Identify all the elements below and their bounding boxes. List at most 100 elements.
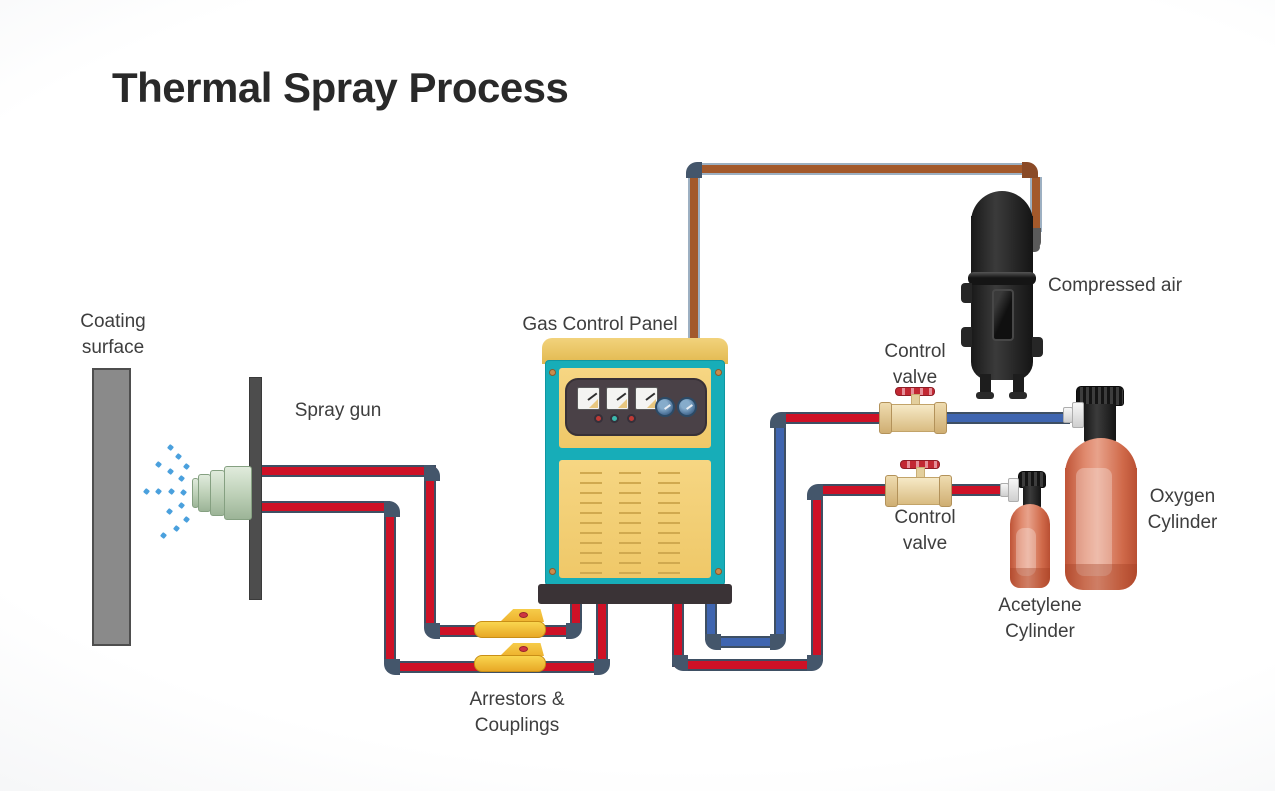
dial-gauge [655, 397, 675, 417]
pipe-elbow-joint [770, 634, 786, 650]
panel-top-cap [542, 338, 728, 364]
indicator-light [610, 414, 619, 423]
panel-screw [715, 568, 722, 575]
acetylene-cylinder-label: Acetylene Cylinder [998, 595, 1082, 643]
control-valve-bottom-label: Control valve [894, 507, 956, 555]
arrestors-couplings-label: Arrestors & Couplings [469, 689, 565, 737]
pressure-gauge [606, 387, 629, 410]
control-valve-flange [939, 475, 952, 507]
air-tank-leg [980, 374, 991, 396]
air-tank-nub [961, 283, 972, 303]
dial-gauge [677, 397, 697, 417]
arrestor-coupling [474, 655, 546, 672]
oxygen-cylinder-label: Oxygen Cylinder [1147, 486, 1218, 534]
panel-screw [549, 568, 556, 575]
oxygen-pipe-segment [719, 636, 775, 648]
air-tank-band [968, 272, 1036, 285]
arrestor-indicator-dot [519, 646, 528, 652]
pipe-elbow-joint [384, 501, 400, 517]
oxygen-cylinder-body [1065, 468, 1137, 590]
fuel-pipe-segment [596, 596, 608, 665]
air-tank-leg [1013, 374, 1024, 396]
spray-particle [166, 443, 175, 452]
fuel-pipe-segment [823, 484, 885, 496]
spray-gun-nozzle [210, 470, 225, 516]
pipe-elbow-joint [594, 659, 610, 675]
spray-particle [182, 515, 191, 524]
control-valve-flange [934, 402, 947, 434]
pipe-elbow-joint [672, 655, 688, 671]
pipe-elbow-joint [384, 659, 400, 675]
pipe-elbow-joint [807, 484, 823, 500]
fuel-pipe-segment [424, 477, 436, 627]
spray-gun-nozzle-tip [192, 478, 199, 508]
acetylene-cylinder-base-shade [1010, 568, 1050, 588]
control-valve-flange [879, 402, 892, 434]
panel-screw [549, 369, 556, 376]
air-tank-nub [961, 327, 972, 347]
spray-particle [167, 487, 176, 496]
spray-particle [177, 474, 186, 483]
spray-gun-nozzle [198, 474, 211, 512]
indicator-light [627, 414, 636, 423]
air-tank-window [992, 289, 1014, 341]
spray-particle [142, 487, 151, 496]
fuel-pipe-segment [260, 501, 390, 513]
pipe-elbow-joint [424, 623, 440, 639]
spray-particle [179, 488, 188, 497]
fuel-pipe-segment [570, 596, 582, 628]
air-pipe-segment [1030, 177, 1042, 232]
spray-particle [174, 452, 183, 461]
spray-particle [159, 531, 168, 540]
control-valve-flange [885, 475, 898, 507]
pipe-elbow-joint [686, 162, 702, 178]
spray-particle [165, 507, 174, 516]
oxygen-pipe-segment [774, 424, 786, 638]
gas-control-panel-label: Gas Control Panel [522, 314, 678, 335]
spray-particle [154, 460, 163, 469]
control-valve-top-label: Control valve [884, 341, 946, 389]
pipe-elbow-joint [705, 634, 721, 650]
oxygen-pipe-segment [705, 596, 717, 640]
spray-particle [182, 462, 191, 471]
panel-vent-slots [619, 472, 641, 574]
fuel-pipe-segment [384, 513, 396, 663]
oxygen-inlet-fitting [1072, 402, 1084, 428]
panel-vent-slots [580, 472, 602, 574]
acetylene-cylinder-highlight [1016, 528, 1036, 576]
fuel-pipe-segment [786, 412, 886, 424]
spray-gun-nozzle [224, 466, 252, 520]
pipe-elbow-joint [1022, 162, 1038, 178]
acetylene-cylinder-body [1010, 504, 1050, 588]
air-tank-foot [976, 392, 994, 399]
coating-surface-label: Coating surface [80, 311, 146, 359]
air-pipe-segment [688, 176, 700, 342]
oxygen-cylinder-base-shade [1065, 564, 1137, 590]
spray-particle [177, 501, 186, 510]
arrestor-indicator-dot [519, 612, 528, 618]
spray-particle [166, 467, 175, 476]
oxygen-cylinder-neck [1084, 404, 1116, 442]
pressure-gauge [577, 387, 600, 410]
oxygen-pipe-segment [944, 412, 1070, 424]
fuel-pipe-segment [686, 659, 812, 671]
arrestor-coupling [474, 621, 546, 638]
pipe-elbow-joint [424, 465, 440, 481]
spray-gun-label: Spray gun [294, 400, 382, 421]
air-tank-nub [1032, 337, 1043, 357]
fuel-pipe-segment [672, 596, 684, 667]
panel-vent-slots [658, 472, 680, 574]
pipe-elbow-joint [807, 655, 823, 671]
air-pipe-segment [702, 163, 1026, 175]
fuel-pipe-segment [944, 484, 1006, 496]
fuel-pipe-segment [260, 465, 436, 477]
panel-base [538, 584, 732, 604]
compressed-air-label: Compressed air [1047, 275, 1183, 296]
spray-particle [154, 487, 163, 496]
oxygen-cylinder-highlight [1076, 468, 1112, 576]
acetylene-inlet-fitting [1008, 478, 1019, 502]
page-title: Thermal Spray Process [112, 64, 569, 111]
coating-surface-bar [92, 368, 131, 646]
indicator-light [594, 414, 603, 423]
